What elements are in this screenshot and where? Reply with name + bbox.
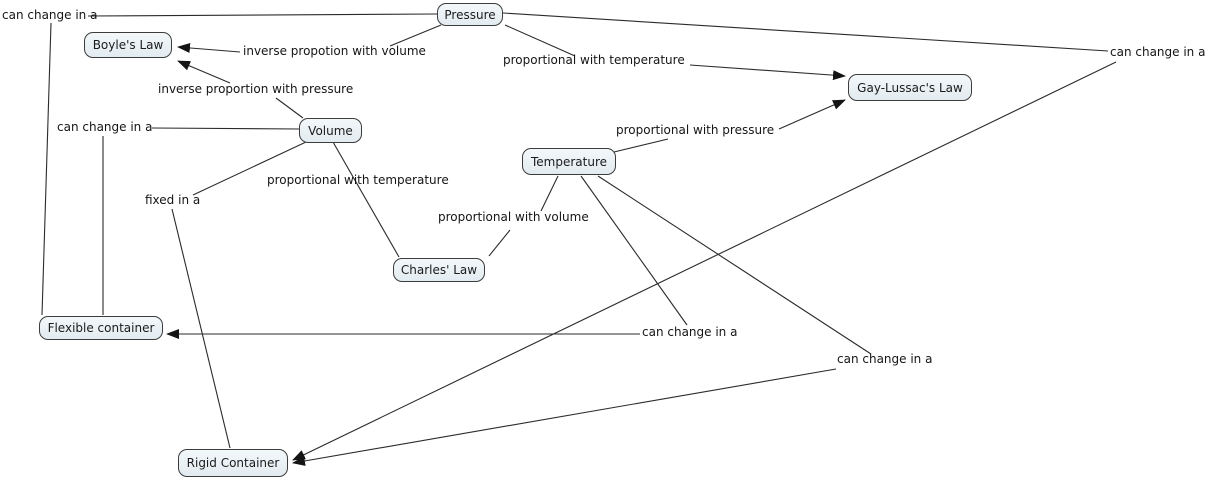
edge-label-pressure-flexible[interactable]: can change in a [2, 8, 98, 22]
edge-label-pressure-rigid[interactable]: can change in a [1110, 45, 1206, 59]
edge-label-volume-rigid[interactable]: fixed in a [145, 193, 201, 207]
edge-line-volume-to-label-boyle [275, 97, 304, 119]
edge-line-label-to-flexible-top [41, 22, 52, 316]
edge-label-pressure-boyle[interactable]: inverse propotion with volume [243, 44, 426, 58]
edge-line-label-to-rigid-arrow-2 [292, 368, 837, 466]
node-temperature[interactable]: Temperature [522, 148, 616, 175]
edge-label-temperature-flexible[interactable]: can change in a [642, 325, 738, 339]
edge-line-pressure-to-label-gay [504, 24, 576, 57]
edge-line-label-fixed-to-rigid [171, 208, 231, 449]
edge-line-volume-to-label-fixed [192, 141, 307, 196]
node-rigid-container[interactable]: Rigid Container [178, 449, 288, 477]
node-boyles-law[interactable]: Boyle's Law [84, 32, 172, 58]
edge-line-volume-to-label-flexible [151, 127, 301, 130]
edge-label-pressure-gay[interactable]: proportional with temperature [503, 53, 685, 67]
edge-line-temperature-to-label-rigid [597, 175, 872, 355]
edge-label-volume-flexible[interactable]: can change in a [57, 120, 153, 134]
edge-label-temperature-gay[interactable]: proportional with pressure [616, 123, 775, 137]
edge-line-temperature-to-label-volume [540, 175, 559, 212]
node-gay-lussacs-law[interactable]: Gay-Lussac's Law [848, 74, 972, 101]
edge-line-label-to-rigid-arrow-1 [292, 61, 1117, 461]
node-flexible-container[interactable]: Flexible container [39, 316, 163, 340]
edge-line-label-to-gay-arrow [689, 64, 846, 81]
edge-line-volume-to-charles [332, 141, 400, 258]
edge-label-temperature-rigid[interactable]: can change in a [837, 352, 933, 366]
node-pressure[interactable]: Pressure [437, 3, 503, 26]
edge-line-temperature-to-label-flex [580, 175, 688, 326]
edge-line-label-to-boyle-arrow [177, 42, 241, 53]
node-charles-law[interactable]: Charles' Law [393, 258, 485, 282]
edge-label-temperature-charles[interactable]: proportional with volume [438, 210, 589, 224]
edge-line-temperature-to-label-gay [613, 138, 669, 153]
node-volume[interactable]: Volume [299, 118, 362, 143]
edge-line-label-volume-to-charles [488, 229, 511, 257]
edge-line-label-to-gay-arrow-2 [778, 99, 846, 130]
edge-label-volume-charles[interactable]: proportional with temperature [267, 173, 449, 187]
edge-line-pressure-to-label-boyle [389, 24, 442, 47]
edge-line-label-to-boyle-arrow-2 [177, 60, 231, 84]
edge-line-pressure-to-label-rigid [502, 12, 1109, 52]
edge-line-pressure-to-label-flexible [87, 13, 438, 17]
edge-label-volume-boyle[interactable]: inverse proportion with pressure [158, 82, 354, 96]
